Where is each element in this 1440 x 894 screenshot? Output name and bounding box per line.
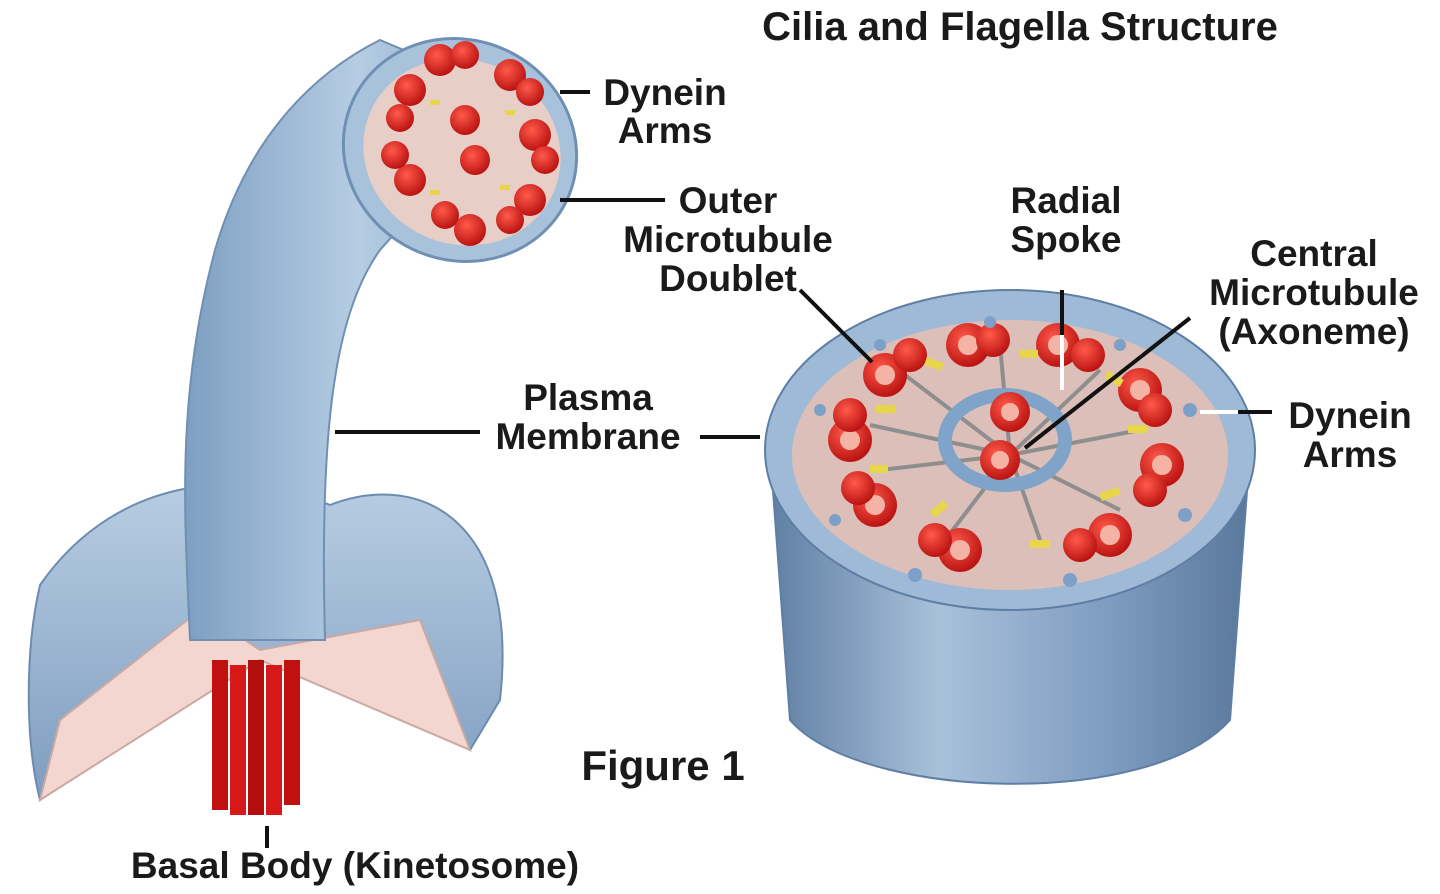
label-dynein-arms-right-2: Arms	[1303, 434, 1398, 475]
diagram-title: Cilia and Flagella Structure	[762, 5, 1278, 49]
leader-lines	[265, 90, 1272, 848]
basal-body	[212, 660, 300, 815]
central-pair	[938, 388, 1072, 492]
nexin-links	[870, 350, 1148, 548]
label-outer-doublet-2: Microtubule	[623, 219, 833, 260]
label-plasma-membrane-2: Membrane	[495, 416, 680, 457]
dynein-arm-blobs	[814, 316, 1197, 587]
label-radial-spoke-2: Spoke	[1010, 219, 1121, 260]
axoneme-cross-section	[764, 289, 1256, 785]
label-central-microtubule-1: Central	[1250, 233, 1377, 274]
figure-label: Figure 1	[581, 742, 744, 789]
label-basal-body: Basal Body (Kinetosome)	[131, 845, 579, 886]
label-central-microtubule-2: Microtubule	[1209, 272, 1419, 313]
flagellum-microtubules	[381, 41, 559, 246]
label-central-microtubule-3: (Axoneme)	[1218, 311, 1409, 352]
flagellum-illustration	[27, 37, 579, 815]
label-plasma-membrane-1: Plasma	[523, 377, 653, 418]
label-outer-doublet-3: Doublet	[659, 258, 797, 299]
label-outer-doublet-1: Outer	[679, 180, 778, 221]
label-dynein-arms-top-2: Arms	[618, 110, 713, 151]
label-dynein-arms-top-1: Dynein	[603, 72, 726, 113]
label-dynein-arms-right-1: Dynein	[1288, 395, 1411, 436]
label-radial-spoke-1: Radial	[1010, 180, 1121, 221]
